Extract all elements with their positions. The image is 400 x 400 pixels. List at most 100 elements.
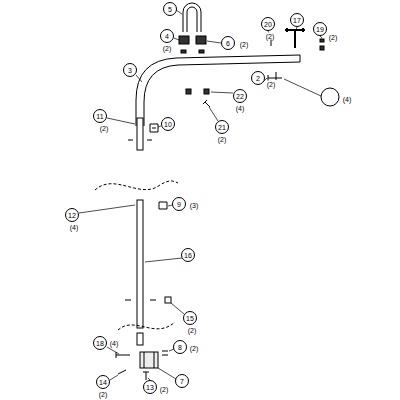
callout-circle: 17 [290, 13, 304, 27]
leader-line [110, 375, 118, 380]
bolt [203, 100, 210, 107]
nut [204, 89, 209, 94]
callout-number: 3 [128, 67, 132, 74]
quantity-label: (2) [162, 45, 173, 52]
callout-circle: 16 [181, 248, 195, 262]
pole [137, 200, 143, 328]
curved-arm [136, 55, 300, 126]
quantity-label: (2) [266, 81, 277, 88]
nut [165, 297, 171, 303]
callout-number: 10 [164, 121, 172, 128]
callout-number: 8 [178, 344, 182, 351]
leader-line [209, 107, 218, 121]
quantity-label: (2) [239, 41, 250, 48]
leader-line [207, 41, 221, 43]
callout-circle: 19 [313, 22, 327, 36]
callout-circle: 15 [183, 311, 197, 325]
quantity-label: (2) [187, 327, 198, 334]
leader-line [176, 10, 182, 14]
leader-line [107, 118, 135, 124]
bolt [128, 140, 152, 141]
callout-circle: 4 [160, 29, 174, 43]
leader-line [320, 36, 322, 38]
clamp-pad [179, 36, 189, 44]
quantity-label: (4) [69, 224, 80, 231]
callout-number: 19 [316, 26, 324, 33]
callout-number: 2 [256, 75, 260, 82]
callout-circle: 6 [221, 36, 235, 50]
callout-circle: 12 [65, 208, 79, 222]
callout-number: 12 [68, 212, 76, 219]
callout-circle: 14 [96, 375, 110, 389]
callout-circle: 8 [173, 340, 187, 354]
break-line [118, 322, 175, 330]
callout-number: 11 [96, 113, 103, 120]
callout-circle: 5 [163, 2, 177, 16]
leader-line [284, 79, 321, 96]
callout-number: 6 [226, 40, 230, 47]
leader-line [296, 27, 297, 30]
clamp [150, 124, 158, 132]
callout-circle: 2 [251, 71, 265, 85]
leader-line [79, 205, 135, 213]
nut [199, 50, 204, 53]
callout-number: 18 [96, 340, 104, 347]
callout-number: 22 [236, 93, 244, 100]
callout-circle: 9 [172, 197, 186, 211]
callout-circle: 18 [93, 336, 107, 350]
quantity-label: (4) [342, 96, 353, 103]
quantity-label: (2) [265, 33, 276, 40]
callout-circle: 13 [143, 380, 157, 394]
pole [137, 333, 143, 345]
quantity-label: (2) [189, 345, 200, 352]
callout-number: 20 [264, 21, 272, 28]
callout-circle: 20 [261, 17, 275, 31]
callout-number: 15 [186, 315, 194, 322]
u-bolt [183, 3, 201, 32]
quantity-label: (2) [217, 136, 228, 143]
callout-number: 17 [293, 17, 301, 24]
pole [137, 118, 143, 150]
nut [186, 89, 191, 94]
clip [159, 202, 167, 209]
bolt [125, 300, 156, 301]
bolt [116, 352, 130, 358]
callout-number: 21 [218, 124, 226, 131]
clamp-pad [196, 36, 206, 44]
leader-line [174, 38, 179, 40]
callout-number: 13 [146, 384, 154, 391]
break-line [95, 181, 178, 190]
callout-number: 14 [99, 379, 107, 386]
callout-number: 9 [177, 201, 181, 208]
t-bracket [285, 28, 305, 48]
callout-circle: 7 [175, 374, 189, 388]
base-bracket [144, 352, 154, 368]
callout-circle: 22 [233, 89, 247, 103]
base-bracket [140, 352, 158, 368]
quantity-label: (4) [109, 340, 120, 347]
callout-number: 5 [168, 6, 172, 13]
bolt [143, 372, 149, 380]
callout-circle: 11 [93, 109, 107, 123]
quantity-label: (2) [99, 125, 110, 132]
callout-number: 16 [184, 252, 192, 259]
leader-line [158, 368, 176, 379]
quantity-label: (2) [98, 391, 109, 398]
washer [320, 39, 324, 42]
quantity-label: (4) [235, 105, 246, 112]
callout-circle: 3 [123, 63, 137, 77]
callout-circle: 10 [161, 117, 175, 131]
quantity-label: (2) [328, 34, 339, 41]
quantity-label: (3) [189, 202, 200, 209]
callout-number: 7 [180, 378, 184, 385]
leader-line [136, 75, 142, 82]
bolt [276, 72, 277, 80]
leader-line [211, 92, 233, 93]
leader-line [145, 258, 182, 262]
leader-line [107, 347, 119, 354]
quantity-label: (2) [159, 386, 170, 393]
leader-line [171, 303, 184, 314]
callout-circle [321, 88, 339, 106]
